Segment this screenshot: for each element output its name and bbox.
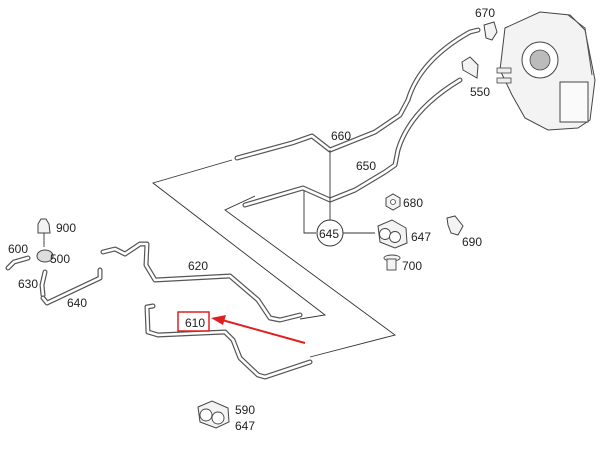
label-610: 610 bbox=[185, 316, 205, 330]
part-680 bbox=[385, 193, 401, 211]
hose-610 bbox=[144, 303, 313, 380]
hose-620 bbox=[100, 241, 303, 323]
label-640: 640 bbox=[67, 296, 87, 310]
hose-660 bbox=[234, 27, 481, 161]
panel-outline bbox=[152, 159, 397, 358]
label-645: 645 bbox=[319, 227, 339, 241]
label-660: 660 bbox=[331, 129, 351, 143]
part-670 bbox=[483, 21, 498, 41]
part-500 bbox=[36, 249, 54, 263]
label-650: 650 bbox=[356, 159, 376, 173]
part-590-clamp bbox=[197, 400, 230, 429]
part-550 bbox=[461, 56, 479, 79]
hose-640 bbox=[40, 267, 103, 306]
label-647a: 647 bbox=[411, 230, 431, 244]
part-900 bbox=[37, 218, 51, 247]
label-900: 900 bbox=[56, 221, 76, 235]
label-680: 680 bbox=[403, 196, 423, 210]
hose-600 bbox=[5, 255, 31, 271]
label-647b: 647 bbox=[235, 419, 255, 433]
label-670: 670 bbox=[475, 6, 495, 20]
label-500: 500 bbox=[50, 252, 70, 266]
label-600: 600 bbox=[8, 242, 28, 256]
label-550: 550 bbox=[470, 85, 490, 99]
label-690: 690 bbox=[462, 235, 482, 249]
label-700: 700 bbox=[402, 259, 422, 273]
highlight-610 bbox=[177, 311, 306, 344]
heater-unit bbox=[496, 11, 596, 131]
part-700 bbox=[383, 254, 401, 271]
hose-650 bbox=[242, 77, 463, 208]
leader-645 bbox=[303, 150, 375, 247]
label-630: 630 bbox=[18, 277, 38, 291]
hose-630 bbox=[39, 269, 48, 298]
part-647-clamp bbox=[377, 219, 408, 249]
part-690 bbox=[446, 215, 464, 236]
label-590: 590 bbox=[235, 403, 255, 417]
label-620: 620 bbox=[188, 259, 208, 273]
